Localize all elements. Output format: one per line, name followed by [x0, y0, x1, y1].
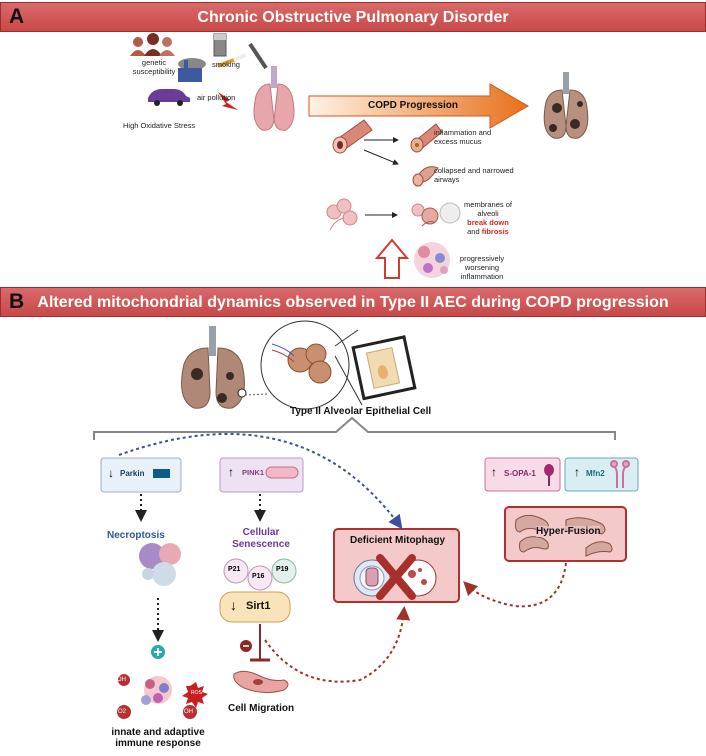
car-icon: [148, 89, 190, 106]
p19-circle: [271, 558, 297, 584]
necroptosis-label: Necroptosis: [107, 530, 165, 541]
mitophagy-label: Deficient Mitophagy: [350, 535, 446, 546]
cell-migration-label: Cell Migration: [228, 703, 295, 714]
inflammation-cells-icon: [414, 242, 450, 278]
oh-label: OH: [184, 709, 193, 715]
damaged-alveoli-icon: [411, 202, 461, 227]
air-pollution-label: air pollution: [197, 93, 236, 102]
parkin-box: [100, 457, 182, 493]
increase-arrow: [374, 238, 410, 279]
p21-label: P21: [228, 566, 241, 573]
mitophagy-icon: [353, 554, 437, 600]
people-icon: [130, 33, 175, 56]
parkin-down-arrow: ↓: [108, 466, 114, 480]
sirt1-label: Sirt1: [246, 600, 271, 612]
mfn2-icon: [610, 460, 630, 488]
panel-b-banner: B Altered mitochondrial dynamics observe…: [0, 287, 706, 317]
diseased-lungs-icon: [543, 72, 589, 139]
ros-burst-icon: [182, 682, 208, 708]
oh2-label: OH: [117, 677, 126, 683]
lightning-icon: [218, 92, 238, 110]
sopa1-label: S-OPA-1: [504, 469, 536, 478]
lungs-b-icon: [181, 326, 247, 409]
factory-icon: [178, 58, 206, 82]
immune-label: innate and adaptive immune response: [111, 727, 205, 749]
panel-b-title: Altered mitochondrial dynamics observed …: [37, 294, 669, 311]
cigarette-pack-icon: [213, 33, 227, 57]
panel-a-banner: A Chronic Obstructive Pulmonary Disorder: [0, 2, 706, 32]
airway-icon: [332, 119, 373, 154]
panel-a-letter: A: [9, 5, 25, 28]
p16-circle: [247, 565, 273, 591]
mfn2-up-arrow: ↑: [574, 465, 580, 479]
membranes-label: membranes of alveoli break down and fibr…: [464, 200, 512, 236]
cigarette-icon: [217, 42, 268, 70]
panel-b-letter: B: [9, 290, 25, 313]
progression-arrow: [308, 83, 529, 129]
p16-label: P16: [252, 573, 265, 580]
pink1-label: PINK1: [242, 468, 265, 477]
oxidative-label: High Oxidative Stress: [123, 121, 196, 130]
smoking-label: smoking: [212, 60, 240, 69]
sopa1-box: [484, 457, 561, 492]
inflamed-airway-icon: [410, 123, 443, 153]
cell-zoom-square: [351, 335, 417, 401]
genetic-label: genetic susceptibility: [132, 58, 176, 76]
senescence-label: Cellular Senescence: [232, 527, 290, 550]
pink1-pill-icon: [265, 466, 299, 479]
panel-a-title: Chronic Obstructive Pulmonary Disorder: [197, 9, 509, 26]
parkin-label: Parkin: [120, 469, 145, 478]
o2-label: O2: [118, 709, 127, 715]
immune-cells-icon: [117, 674, 208, 719]
cell-title: Type II Alveolar Epithelial Cell: [290, 406, 432, 417]
bracket: [93, 416, 616, 440]
sirt1-box: [219, 591, 291, 623]
ros-label: ROS: [191, 690, 202, 696]
progression-label: COPD Progression: [368, 100, 459, 111]
collapsed-label: collapsed and narrowed airways: [434, 166, 514, 184]
p21-circle: [223, 558, 249, 584]
parkin-bar-icon: [153, 469, 170, 478]
worsening-label: progressively worsening inflammation: [459, 254, 505, 281]
narrowed-airway-icon: [412, 166, 439, 187]
opa1-icon: [544, 464, 554, 486]
sirt1-down-arrow: ↓: [230, 597, 237, 613]
healthy-lungs-icon: [253, 66, 295, 131]
pink1-up-arrow: ↑: [228, 465, 234, 479]
inflammation-label: inflammation and excess mucus: [434, 128, 492, 146]
mfn2-label: Mfn2: [586, 469, 605, 478]
mfn2-box: [564, 457, 639, 492]
necroptosis-cells-icon: [139, 543, 181, 586]
hyperfusion-label: Hyper-Fusion: [536, 526, 601, 537]
alveoli-cluster-icon: [271, 343, 332, 384]
p19-label: P19: [276, 566, 289, 573]
sopa1-up-arrow: ↑: [491, 465, 497, 479]
alveoli-icon: [326, 198, 358, 231]
